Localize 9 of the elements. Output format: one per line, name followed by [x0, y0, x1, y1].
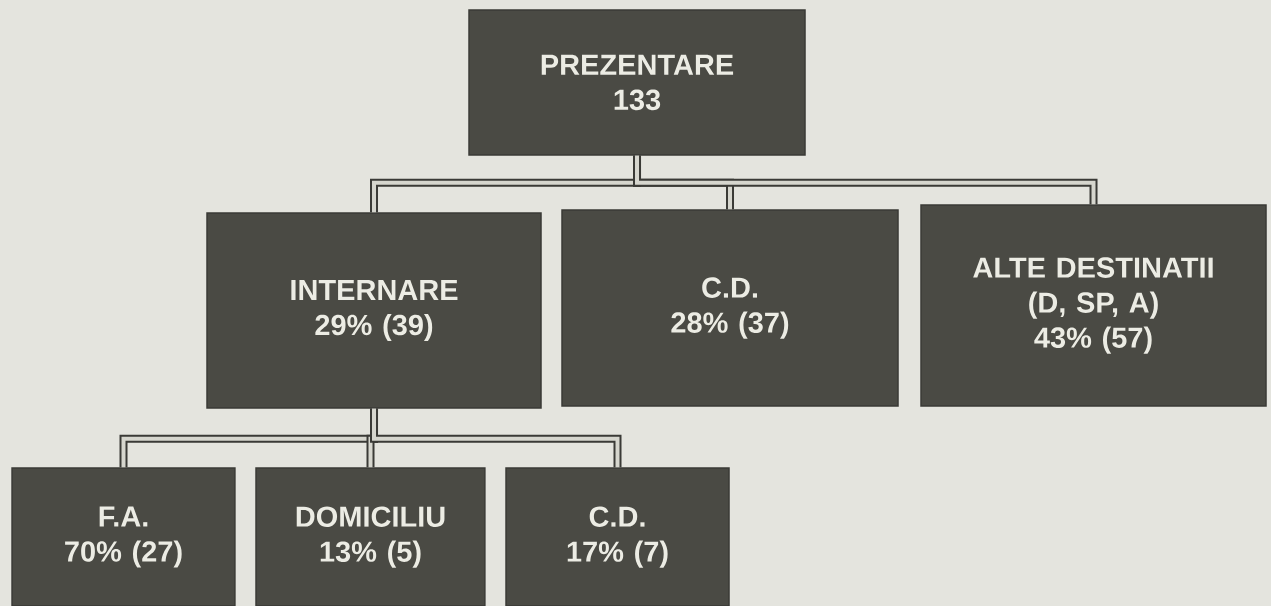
process-box: C.D. 17% (7)	[505, 467, 730, 606]
process-box: INTERNARE 29% (39)	[206, 212, 542, 409]
process-box: DOMICILIU 13% (5)	[255, 467, 486, 606]
process-box: C.D. 28% (37)	[561, 209, 899, 407]
process-box: F.A. 70% (27)	[11, 467, 236, 606]
process-box: ALTE DESTINATII (D, SP, A) 43% (57)	[920, 204, 1267, 407]
process-box: PREZENTARE 133	[468, 9, 806, 156]
connector-line	[633, 155, 1098, 205]
connector-line	[370, 408, 622, 468]
